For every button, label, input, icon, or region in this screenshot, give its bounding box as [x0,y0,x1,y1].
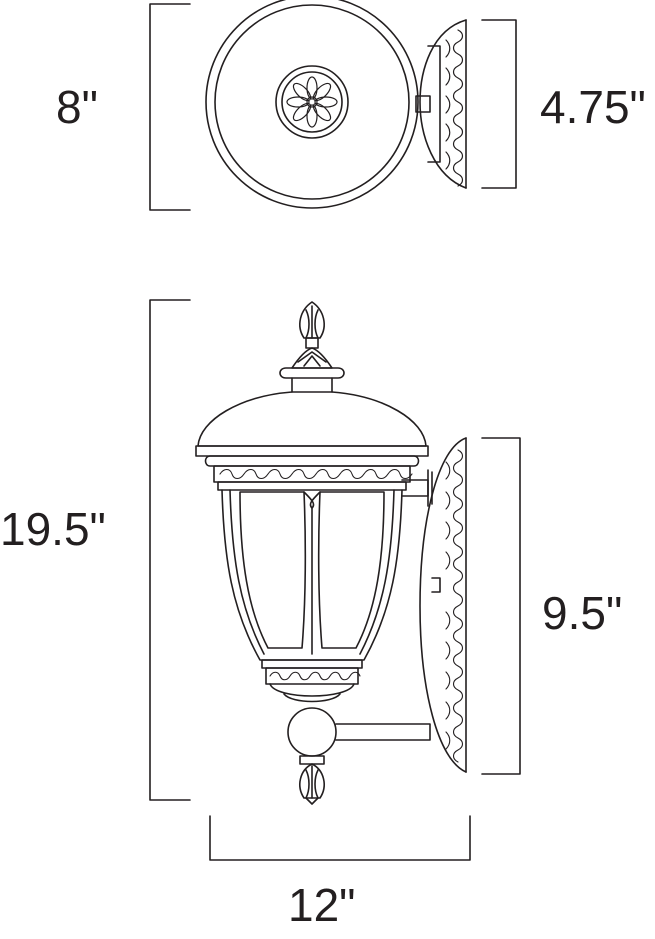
top-wallplate-curve [419,19,467,189]
glass-body [221,489,403,661]
backplate-bracket [481,437,521,775]
support-arm [335,469,433,741]
top-depth-label: 4.75" [540,81,646,133]
front-view [149,299,521,861]
shade-inner-ring [214,4,410,200]
front-wallplate [419,437,467,773]
overall-height-label: 19.5" [0,503,106,555]
extension-label: 12" [288,879,356,931]
width-bracket [149,3,191,211]
lower-ornament-band [261,659,363,703]
rosette-finial [275,65,349,139]
depth-bracket [481,19,517,189]
top-finial [279,301,345,379]
height-bracket [149,299,191,801]
top-wallplate-ornament [452,29,464,187]
top-arm [415,95,431,113]
shade-outer-ring [205,0,419,209]
backplate-height-label: 9.5" [542,587,623,639]
extension-bracket [209,815,471,861]
top-view [149,0,517,211]
dome-roof [195,377,429,467]
top-width-label: 8" [56,81,98,133]
upper-ornament-band [213,465,413,491]
bottom-finial [287,707,337,805]
